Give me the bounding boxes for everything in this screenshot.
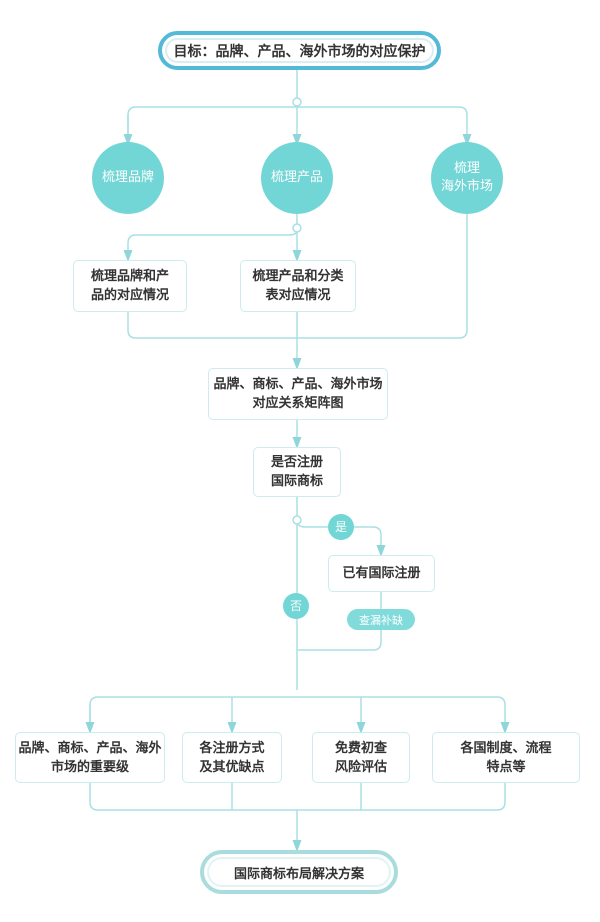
box-risk-assessment: 免费初查 风险评估 <box>312 732 410 783</box>
yes-badge: 是 <box>328 514 354 540</box>
goal-title: 目标：品牌、产品、海外市场的对应保护 <box>158 31 441 70</box>
no-badge: 否 <box>283 593 309 619</box>
box-product-class: 梳理产品和分类 表对应情况 <box>240 260 356 312</box>
circle-sort-brand: 梳理品牌 <box>92 142 164 214</box>
box-country-systems: 各国制度、流程 特点等 <box>432 732 580 783</box>
box-registration-methods: 各注册方式 及其优缺点 <box>182 732 282 783</box>
junction-node <box>292 97 302 107</box>
junction-node <box>292 515 302 525</box>
fill-gap-tag: 查漏补缺 <box>347 609 415 630</box>
box-brand-product: 梳理品牌和产 品的对应情况 <box>73 260 187 312</box>
box-question: 是否注册 国际商标 <box>253 447 341 497</box>
junction-node <box>292 223 302 233</box>
box-matrix: 品牌、商标、产品、海外市场 对应关系矩阵图 <box>208 368 388 420</box>
box-importance: 品牌、商标、产品、海外 市场的重要级 <box>15 732 165 783</box>
final-solution: 国际商标布局解决方案 <box>200 850 398 894</box>
circle-sort-market: 梳理 海外市场 <box>431 142 503 214</box>
circle-sort-product: 梳理产品 <box>261 142 333 214</box>
box-registered: 已有国际注册 <box>328 555 435 592</box>
